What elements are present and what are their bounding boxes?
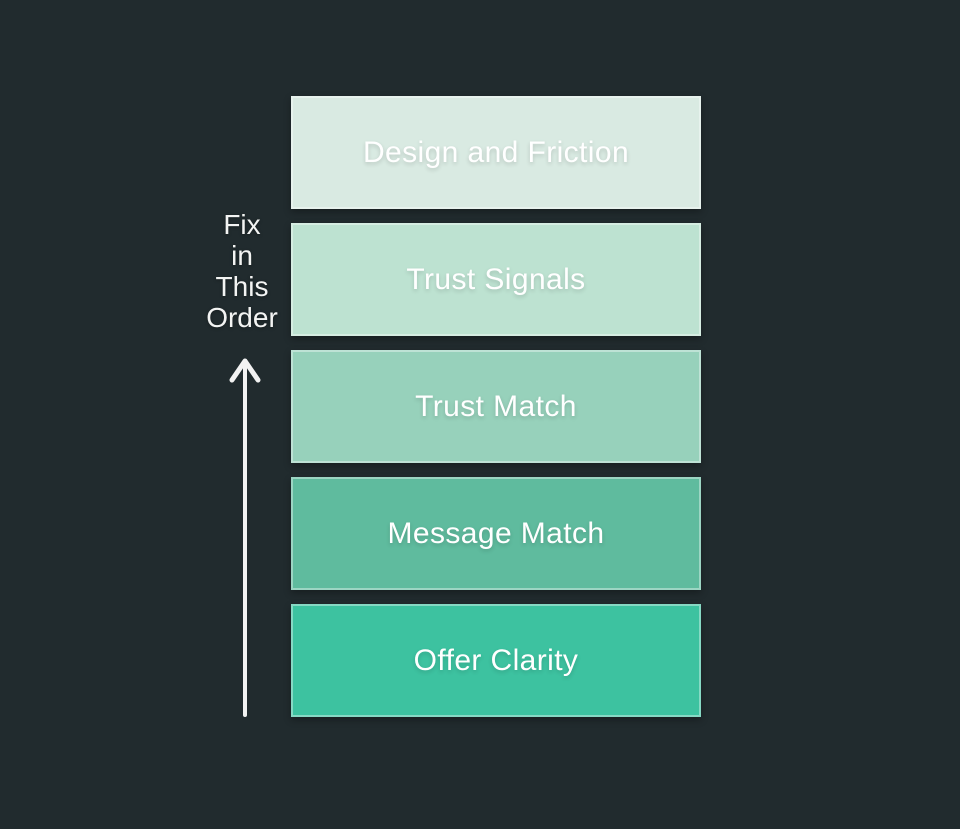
order-label-line: This bbox=[215, 271, 269, 302]
bar-label: Message Match bbox=[387, 516, 605, 550]
stack-bar-message-match: Message Match bbox=[291, 477, 701, 590]
order-label-line: Order bbox=[206, 302, 278, 333]
bar-label: Design and Friction bbox=[362, 135, 630, 169]
order-label: Fix in This Order bbox=[178, 209, 306, 333]
bar-label: Trust Signals bbox=[406, 262, 586, 296]
stack-bar-offer-clarity: Offer Clarity bbox=[291, 604, 701, 717]
stack-bar-design-and-friction: Design and Friction bbox=[291, 96, 701, 209]
order-label-line: in bbox=[231, 240, 253, 271]
bar-label: Offer Clarity bbox=[413, 643, 579, 677]
stack-bar-trust-signals: Trust Signals bbox=[291, 223, 701, 336]
priority-stack: Design and Friction Trust Signals Trust … bbox=[291, 96, 701, 717]
stack-bar-trust-match: Trust Match bbox=[291, 350, 701, 463]
bar-label: Trust Match bbox=[415, 389, 577, 423]
up-arrow-icon bbox=[229, 358, 261, 717]
order-label-line: Fix bbox=[223, 209, 261, 240]
